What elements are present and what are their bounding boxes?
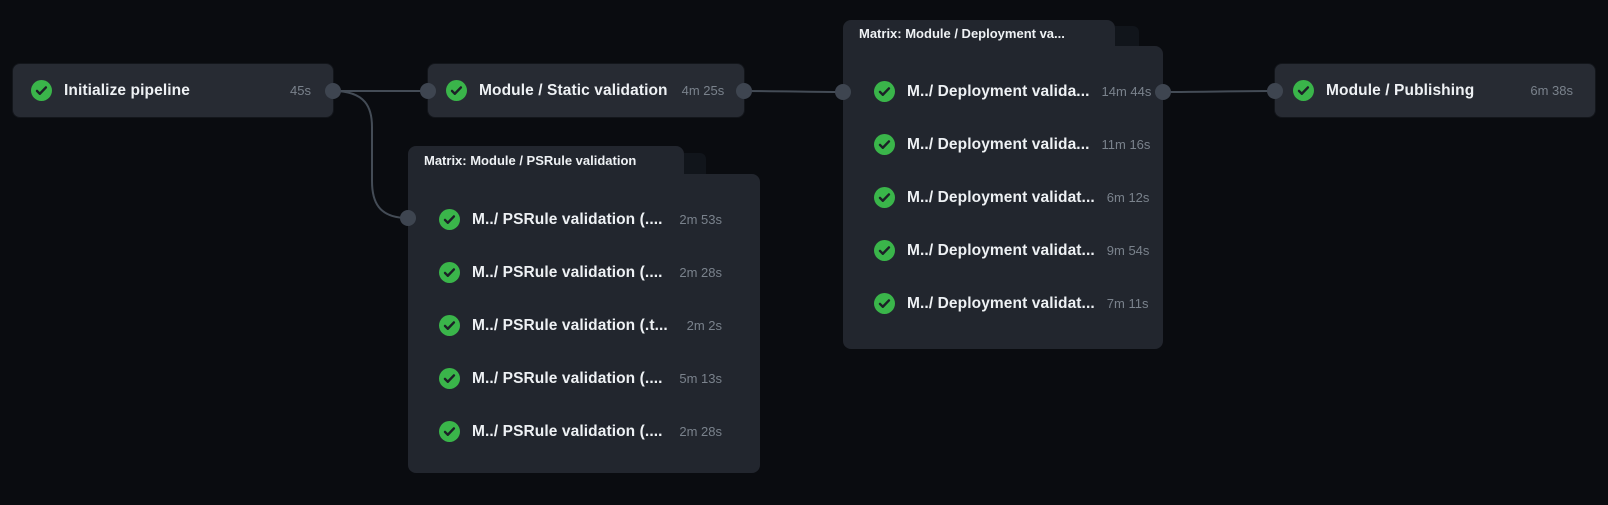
matrix-group-tab-notch xyxy=(684,153,706,175)
job-duration: 2m 2s xyxy=(686,318,722,333)
success-check-icon xyxy=(1293,80,1314,101)
matrix-group-tab-psrule: Matrix: Module / PSRule validation xyxy=(408,146,684,175)
matrix-job-label: M../ PSRule validation (.... xyxy=(472,369,663,387)
job-duration: 9m 54s xyxy=(1106,243,1150,258)
job-duration: 2m 28s xyxy=(679,424,722,439)
success-check-icon xyxy=(439,209,460,230)
success-check-icon xyxy=(874,240,895,261)
job-duration: 2m 53s xyxy=(679,212,722,227)
job-duration: 5m 13s xyxy=(679,371,722,386)
success-check-icon xyxy=(31,80,52,101)
matrix-job-label: M../ PSRule validation (.t... xyxy=(472,316,668,334)
success-check-icon xyxy=(439,421,460,442)
matrix-group-tab-notch xyxy=(1115,26,1139,47)
job-duration: 4m 25s xyxy=(681,83,725,98)
matrix-job-label: M../ Deployment valida... xyxy=(907,135,1090,153)
job-duration: 2m 28s xyxy=(679,265,722,280)
success-check-icon xyxy=(439,262,460,283)
success-check-icon xyxy=(874,293,895,314)
matrix-job-label: M../ Deployment valida... xyxy=(907,82,1090,100)
job-duration: 14m 44s xyxy=(1101,84,1152,99)
job-node-label: Module / Static validation xyxy=(479,81,668,99)
success-check-icon xyxy=(446,80,467,101)
matrix-job-label: M../ PSRule validation (.... xyxy=(472,422,663,440)
job-node-label: Initialize pipeline xyxy=(64,81,190,99)
job-node-static-validation[interactable]: Module / Static validation 4m 25s xyxy=(428,64,744,117)
matrix-group-psrule: M../ PSRule validation (.... 2m 53s M../… xyxy=(408,174,760,473)
matrix-job-row[interactable]: M../ Deployment validat... 7m 11s xyxy=(843,277,1163,330)
matrix-job-row[interactable]: M../ PSRule validation (.... 2m 53s xyxy=(408,193,760,246)
matrix-job-row[interactable]: M../ PSRule validation (.... 2m 28s xyxy=(408,405,760,458)
matrix-job-label: M../ Deployment validat... xyxy=(907,241,1095,259)
edge-deployment-to-publishing xyxy=(1162,90,1276,93)
matrix-job-row[interactable]: M../ PSRule validation (.... 5m 13s xyxy=(408,352,760,405)
matrix-group-title: Matrix: Module / Deployment va... xyxy=(859,26,1065,41)
matrix-group-title: Matrix: Module / PSRule validation xyxy=(424,153,637,168)
matrix-job-row[interactable]: M../ PSRule validation (.... 2m 28s xyxy=(408,246,760,299)
success-check-icon xyxy=(874,134,895,155)
job-duration: 6m 12s xyxy=(1106,190,1150,205)
job-duration: 6m 38s xyxy=(1530,83,1573,98)
edge-static-to-deployment xyxy=(743,90,844,93)
matrix-group-tab-deployment: Matrix: Module / Deployment va... xyxy=(843,20,1115,47)
matrix-job-row[interactable]: M../ Deployment valida... 11m 16s xyxy=(843,118,1163,171)
matrix-job-row[interactable]: M../ Deployment validat... 9m 54s xyxy=(843,224,1163,277)
matrix-job-label: M../ PSRule validation (.... xyxy=(472,210,663,228)
job-duration: 7m 11s xyxy=(1106,296,1149,311)
matrix-job-label: M../ PSRule validation (.... xyxy=(472,263,663,281)
job-duration: 45s xyxy=(290,83,311,98)
matrix-job-row[interactable]: M../ Deployment validat... 6m 12s xyxy=(843,171,1163,224)
matrix-job-row[interactable]: M../ Deployment valida... 14m 44s xyxy=(843,65,1163,118)
matrix-job-row[interactable]: M../ PSRule validation (.t... 2m 2s xyxy=(408,299,760,352)
job-node-publishing[interactable]: Module / Publishing 6m 38s xyxy=(1275,64,1595,117)
job-node-label: Module / Publishing xyxy=(1326,81,1475,99)
success-check-icon xyxy=(874,81,895,102)
success-check-icon xyxy=(439,368,460,389)
job-node-initialize-pipeline[interactable]: Initialize pipeline 45s xyxy=(13,64,333,117)
matrix-job-label: M../ Deployment validat... xyxy=(907,294,1095,312)
edge-init-to-psrule xyxy=(332,90,409,219)
matrix-group-deployment: M../ Deployment valida... 14m 44s M../ D… xyxy=(843,46,1163,349)
job-duration: 11m 16s xyxy=(1101,137,1151,152)
matrix-job-label: M../ Deployment validat... xyxy=(907,188,1095,206)
success-check-icon xyxy=(439,315,460,336)
success-check-icon xyxy=(874,187,895,208)
